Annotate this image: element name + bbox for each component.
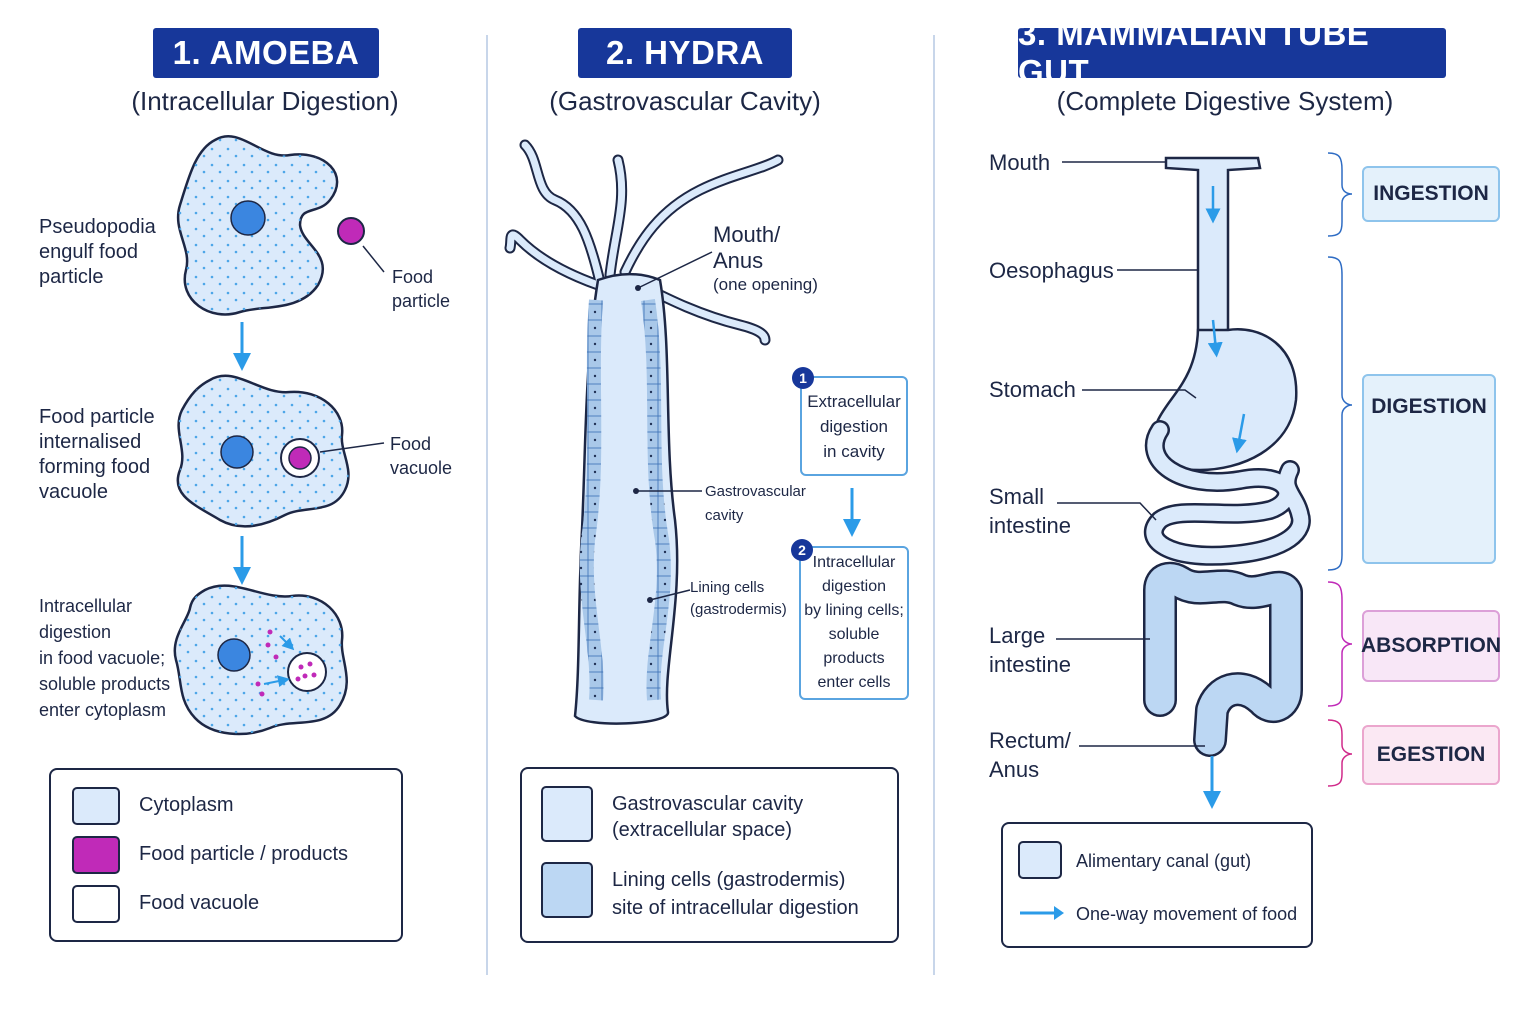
hydra-title: 2. HYDRA bbox=[578, 28, 792, 78]
rectum-label: Rectum/Anus bbox=[989, 728, 1071, 782]
cytoplasm-swatch bbox=[72, 787, 120, 825]
hydra-legend: Gastrovascular cavity(extracellular spac… bbox=[520, 767, 899, 943]
legend-food: Food particle / products bbox=[139, 843, 348, 865]
stage-absorption: ABSORPTION bbox=[1361, 610, 1501, 682]
amoeba-cell-1 bbox=[176, 135, 385, 316]
stage-egestion: EGESTION bbox=[1362, 725, 1500, 785]
amoeba-cell-2 bbox=[176, 374, 385, 528]
gut-legend: Alimentary canal (gut) One-way movement … bbox=[1001, 822, 1313, 948]
hydra-subtitle: (Gastrovascular Cavity) bbox=[549, 86, 821, 116]
food-particle-1 bbox=[337, 217, 365, 245]
hydra-mouth-label: Mouth/Anus bbox=[713, 222, 781, 273]
nucleus-1 bbox=[230, 200, 266, 236]
hydra-lining-label: Lining cells(gastrodermis) bbox=[690, 579, 787, 618]
stomach-label: Stomach bbox=[989, 377, 1076, 402]
stage-digestion: DIGESTION bbox=[1362, 374, 1496, 564]
cavity-swatch bbox=[541, 786, 593, 842]
column-divider-right bbox=[933, 35, 935, 975]
one-way-arrow-icon bbox=[1020, 906, 1064, 920]
hydra-step2-number: 2 bbox=[791, 539, 813, 561]
hydra-mouth-note: (one opening) bbox=[713, 275, 818, 294]
amoeba-title: 1. AMOEBA bbox=[153, 28, 379, 78]
vacuole-swatch bbox=[72, 885, 120, 923]
nucleus-2 bbox=[220, 435, 254, 469]
food-vacuole-3 bbox=[287, 652, 327, 692]
mouth-label: Mouth bbox=[989, 150, 1051, 175]
legend-vacuole: Food vacuole bbox=[139, 892, 260, 914]
food-swatch bbox=[72, 836, 120, 874]
legend-lining: Lining cells (gastrodermis)site of intra… bbox=[612, 869, 859, 919]
mammal-subtitle: (Complete Digestive System) bbox=[1056, 86, 1394, 116]
legend-gut: Alimentary canal (gut) bbox=[1076, 851, 1252, 871]
gut-swatch bbox=[1018, 841, 1062, 879]
legend-cytoplasm: Cytoplasm bbox=[139, 794, 234, 816]
legend-cavity: Gastrovascular cavity(extracellular spac… bbox=[612, 793, 804, 841]
hydra-step1-number: 1 bbox=[792, 367, 814, 389]
legend-flow: One-way movement of food bbox=[1076, 904, 1298, 924]
lining-swatch bbox=[541, 862, 593, 918]
amoeba-legend: Cytoplasm Food particle / products Food … bbox=[49, 768, 403, 942]
stage-ingestion: INGESTION bbox=[1362, 166, 1500, 222]
column-divider-left bbox=[486, 35, 488, 975]
nucleus-3 bbox=[217, 638, 251, 672]
oesophagus-label: Oesophagus bbox=[989, 258, 1114, 283]
amoeba-cell-3 bbox=[173, 584, 348, 736]
amoeba-subtitle: (Intracellular Digestion) bbox=[131, 86, 399, 116]
